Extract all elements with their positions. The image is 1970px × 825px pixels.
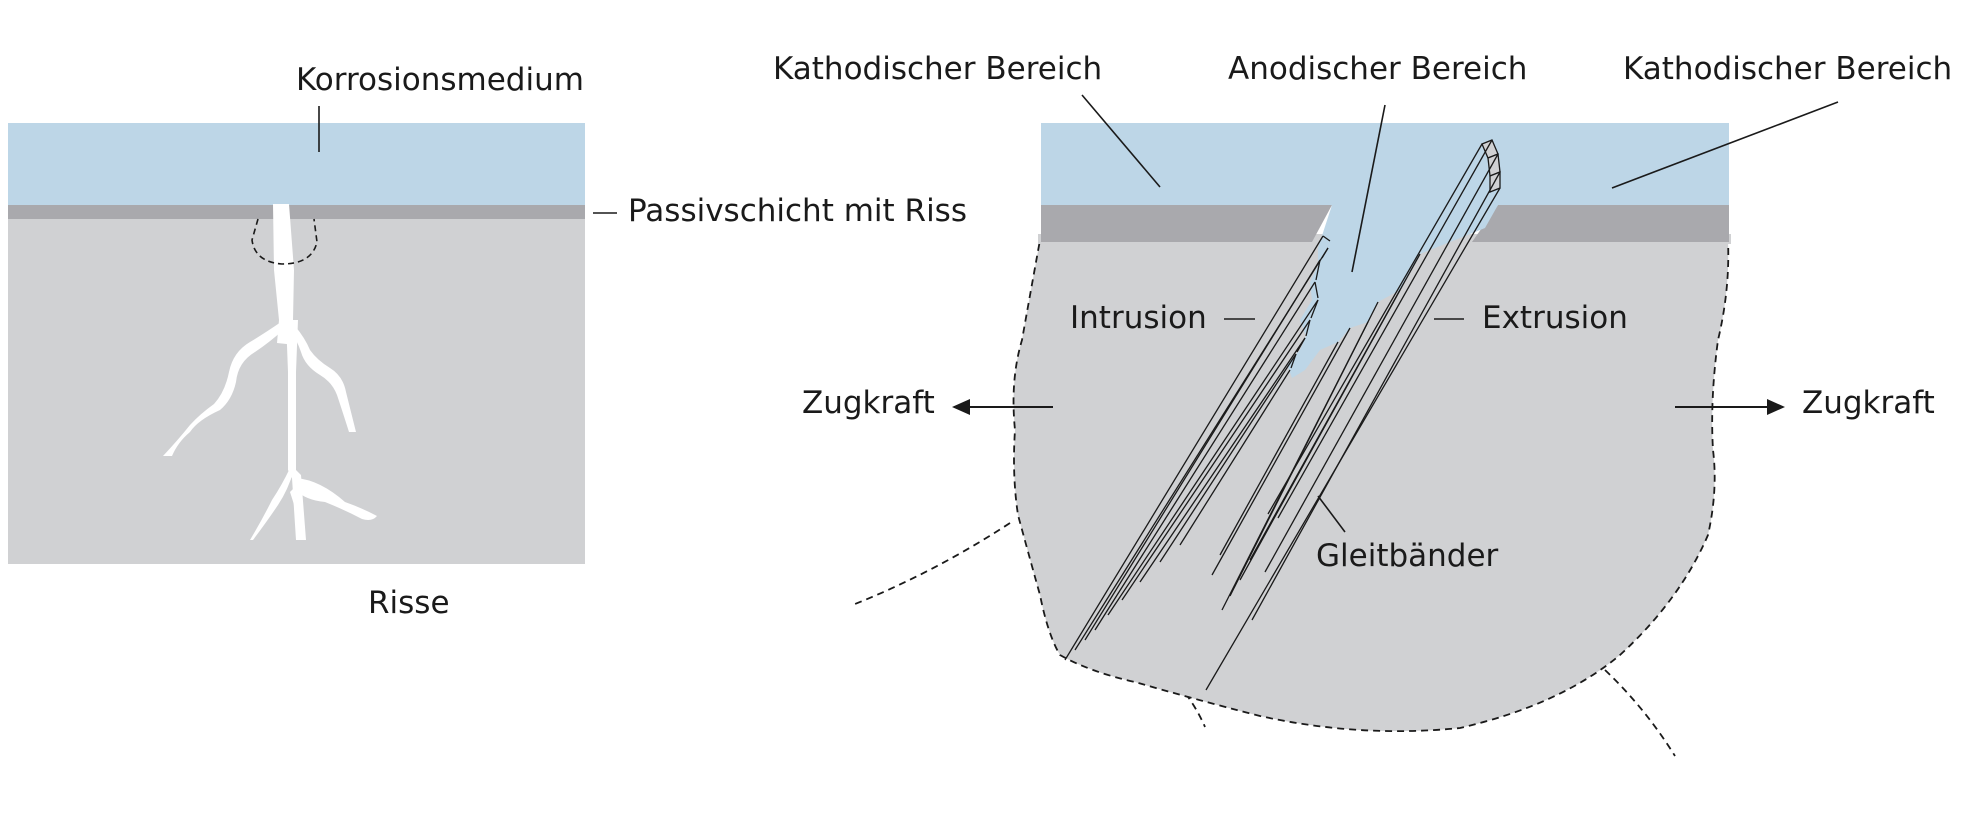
cathodic-right-label: Kathodischer Bereich <box>1623 51 1953 87</box>
passive-layer-band <box>8 205 585 219</box>
right-panel <box>854 94 1839 757</box>
passive-layer-label: Passivschicht mit Riss <box>628 193 967 229</box>
grain-body <box>1012 239 1730 733</box>
slip-bands-label: Gleitbänder <box>1316 538 1499 574</box>
slip-bands-leader <box>1317 495 1346 533</box>
cathodic-right-leader <box>1611 101 1839 189</box>
extrusion-label: Extrusion <box>1482 300 1628 336</box>
extrusion-slip-bands <box>1205 139 1501 691</box>
anodic-label: Anodischer Bereich <box>1228 51 1528 87</box>
cathodic-left-leader <box>1081 94 1161 188</box>
grain-boundary-left <box>854 522 1011 605</box>
intrusion-slip-bands <box>1064 235 1331 661</box>
left-panel <box>8 106 617 564</box>
branching-crack <box>163 204 377 540</box>
force-right-label: Zugkraft <box>1802 385 1935 421</box>
passive-layer-left <box>1041 205 1332 242</box>
force-left-label: Zugkraft <box>802 385 935 421</box>
intrusion-label: Intrusion <box>1070 300 1207 336</box>
passive-layer-right <box>1472 205 1729 242</box>
medium-band <box>1041 123 1729 205</box>
anodic-leader <box>1351 104 1386 273</box>
anodic-intrusion <box>1287 205 1498 378</box>
corrosion-medium-band <box>8 123 585 205</box>
grain-boundary-right <box>1604 669 1676 757</box>
dashed-damage-zone <box>251 218 318 265</box>
cathodic-left-label: Kathodischer Bereich <box>773 51 1103 87</box>
corrosion-medium-label: Korrosionsmedium <box>296 62 584 98</box>
cracks-caption: Risse <box>368 585 450 621</box>
